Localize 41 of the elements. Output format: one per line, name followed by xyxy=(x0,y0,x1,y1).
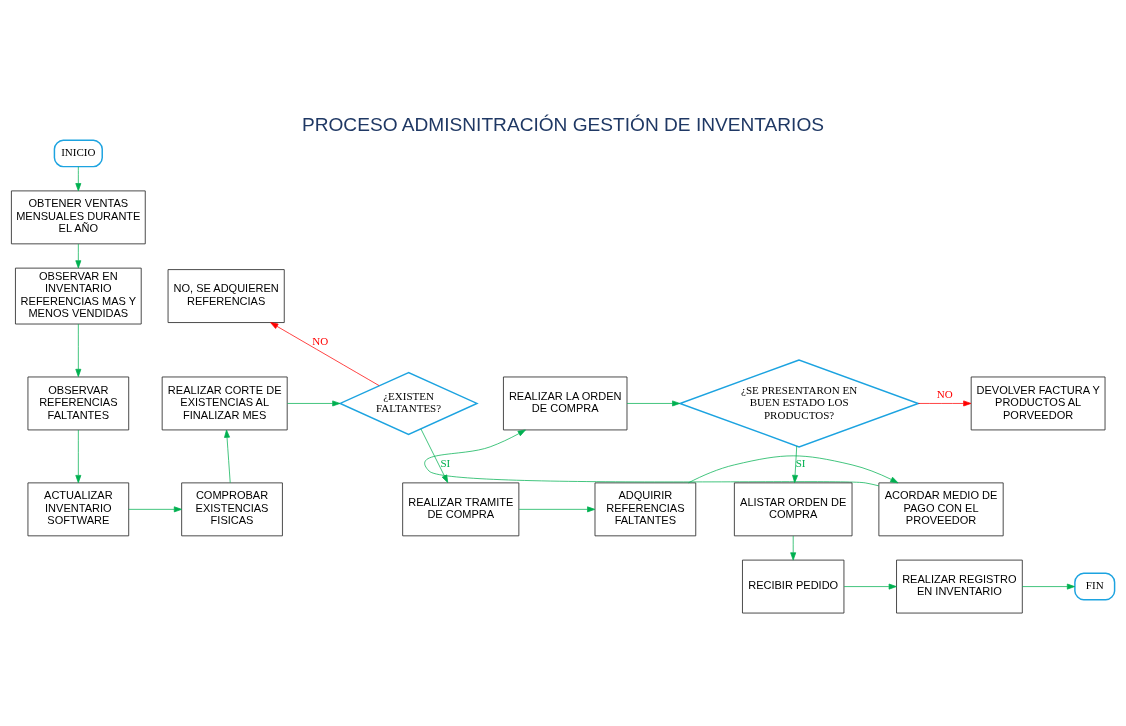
arrow xyxy=(75,323,82,377)
diagram-title: PROCESO ADMISNITRACIÓN GESTIÓN DE INVENTARIOS xyxy=(301,114,825,136)
arrow xyxy=(270,322,380,386)
node-diamond: ¿SE PRESENTARON EN BUEN ESTADO LOS PRODUCTOS? xyxy=(677,359,921,448)
arrow xyxy=(75,429,82,484)
node-box: OBSERVAR REFERENCIAS FALTANTES xyxy=(27,376,130,431)
node-box: INICIO xyxy=(53,139,103,168)
arrow xyxy=(75,166,82,192)
arrow xyxy=(790,535,797,561)
node-box: ALISTAR ORDEN DE COMPRA xyxy=(733,482,853,537)
node-box: REALIZAR REGISTRO EN INVENTARIO xyxy=(896,559,1023,614)
node-box: REALIZAR LA ORDEN DE COMPRA xyxy=(503,376,628,431)
node-box: ACTUALIZAR INVENTARIO SOFTWARE xyxy=(27,482,130,537)
edge-label: NO xyxy=(936,387,953,400)
node-box: REALIZAR CORTE DE EXISTENCIAS AL FINALIZAR MES xyxy=(161,376,288,431)
arrow xyxy=(75,243,82,269)
arrow xyxy=(917,400,972,407)
node-box: RECIBIR PEDIDO xyxy=(742,559,845,614)
node-box: DEVOLVER FACTURA Y PRODUCTOS AL PORVEEDOR xyxy=(970,376,1106,431)
arrow xyxy=(792,445,798,484)
arrow xyxy=(626,400,681,407)
node-box: REALIZAR TRAMITE DE COMPRA xyxy=(402,482,520,537)
edge-label: SI xyxy=(795,457,806,470)
arrow xyxy=(287,400,341,407)
node-box: ACORDAR MEDIO DE PAGO CON EL PROVEEDOR xyxy=(878,482,1004,537)
arrow xyxy=(420,428,449,483)
arrow xyxy=(518,506,596,513)
node-box: NO, SE ADQUIEREN REFERENCIAS xyxy=(167,269,285,323)
node-box: ADQUIRIR REFERENCIAS FALTANTES xyxy=(594,482,697,537)
arrow xyxy=(128,506,182,513)
node-box: COMPROBAR EXISTENCIAS FISICAS xyxy=(181,482,283,537)
node-diamond: ¿EXISTEN FALTANTES? xyxy=(338,371,479,436)
node-box: OBTENER VENTAS MENSUALES DURANTE EL AÑO xyxy=(10,190,146,245)
arrow xyxy=(843,583,897,590)
edge-label: NO xyxy=(312,334,329,347)
arrow xyxy=(1021,583,1076,590)
arrow xyxy=(424,429,880,487)
node-box: FIN xyxy=(1074,572,1116,601)
arrow xyxy=(224,429,231,484)
node-box: OBSERVAR EN INVENTARIO REFERENCIAS MAS Y MENOS VENDIDAS xyxy=(15,267,142,325)
edge-label: SI xyxy=(440,457,451,470)
